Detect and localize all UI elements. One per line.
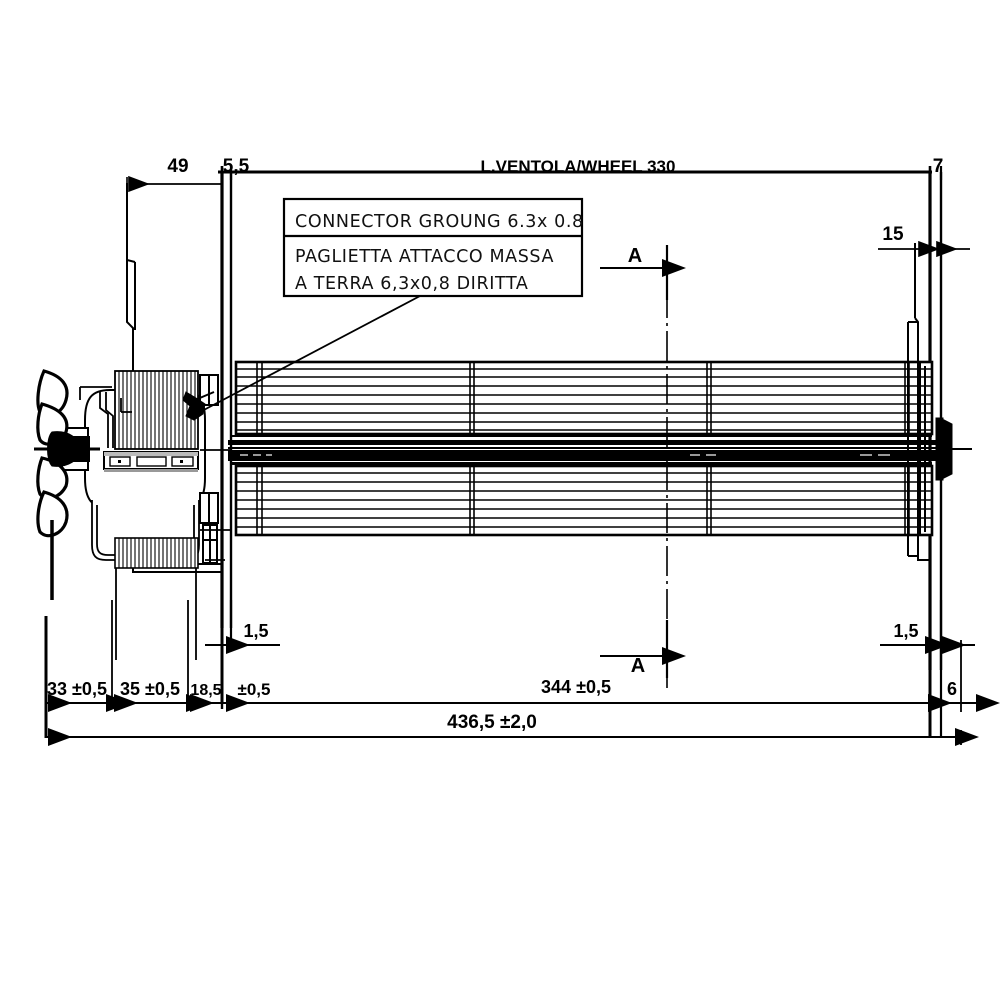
callout-box: [282, 197, 584, 298]
callout-line-3: A TERRA 6,3x0,8 DIRITTA: [295, 274, 528, 294]
dimension-18-5: 18,5: [190, 682, 221, 699]
mounting-bracket-right: [907, 252, 972, 561]
cooling-propeller: [34, 369, 100, 600]
dimension-15: 15: [882, 224, 904, 245]
section-arrow-bottom: [600, 620, 686, 678]
top-dimension-lines: [126, 166, 970, 262]
dimension-6: 6: [947, 679, 957, 699]
electric-motor: [61, 370, 219, 569]
stator-laminations-upper: [114, 370, 199, 450]
bottom-dimension-lines: [44, 600, 1000, 746]
dimension-33: 33 ±0,5: [47, 679, 107, 699]
section-arrow-top: [600, 245, 686, 300]
dimension-5-5: 5,5: [223, 156, 250, 177]
dimension-344: 344 ±0,5: [541, 677, 611, 697]
callout-line-2: PAGLIETTA ATTACCO MASSA: [295, 247, 554, 267]
drive-shaft: [228, 435, 940, 465]
impeller-lower: [234, 464, 934, 537]
lower-left-details: [115, 449, 232, 660]
section-letter-a-top: A: [628, 245, 642, 267]
dimension-35: 35 ±0,5: [120, 679, 180, 699]
dimension-1-5-left: 1,5: [243, 621, 268, 641]
callout-leader-line: [199, 295, 421, 413]
ground-connector-callout: [199, 197, 584, 413]
dimension-1-5-right: 1,5: [893, 621, 918, 641]
dimension-tol-0-5: ±0,5: [238, 680, 271, 699]
dimension-overall-436-5: 436,5 ±2,0: [447, 712, 537, 733]
dimension-7: 7: [933, 156, 944, 177]
right-end-plate: [919, 362, 926, 535]
impeller-upper: [234, 360, 934, 436]
stator-laminations-lower: [114, 537, 199, 569]
section-letter-a-bottom: A: [631, 655, 645, 677]
dimension-49: 49: [167, 156, 188, 177]
terminal-block: [103, 451, 199, 472]
callout-line-1: CONNECTOR GROUNG 6.3x 0.8: [295, 212, 584, 232]
dimension-wheel-length: L.VENTOLA/WHEEL 330: [481, 157, 676, 176]
ground-faston-tab: [182, 391, 215, 421]
